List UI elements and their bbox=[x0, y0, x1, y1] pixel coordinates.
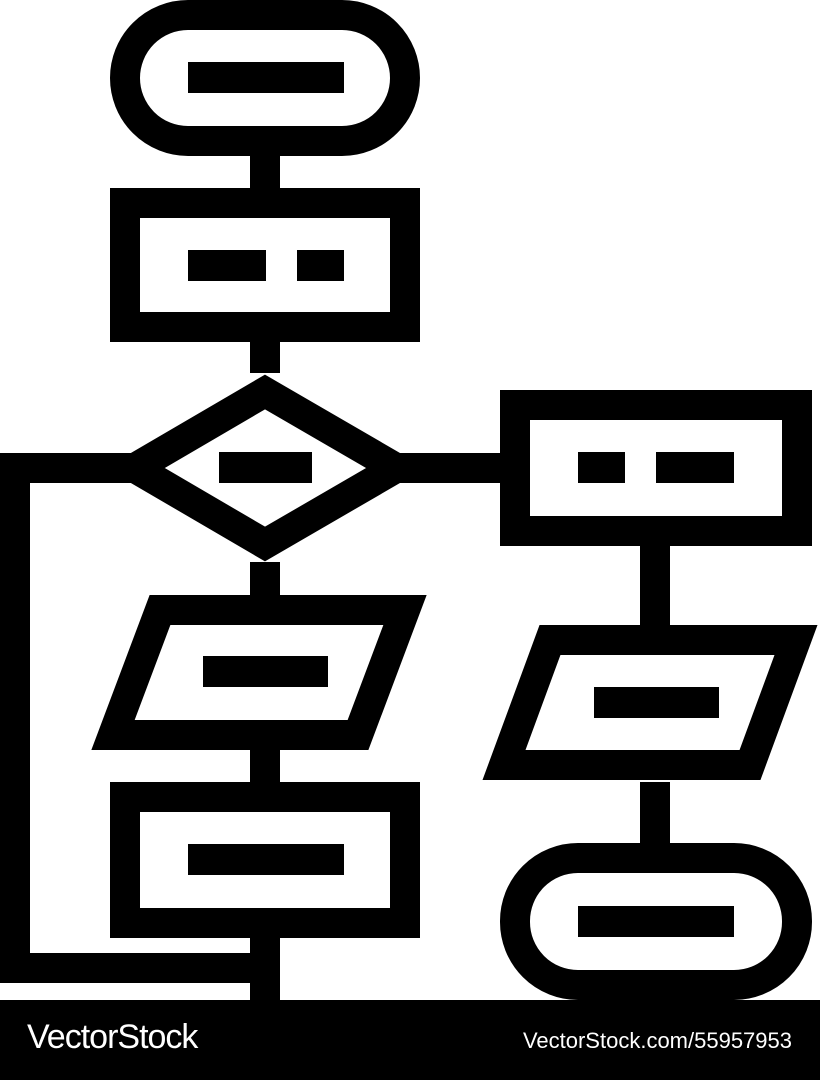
watermark-url: VectorStock.com/55957953 bbox=[522, 1028, 792, 1053]
placeholder-text-bars bbox=[188, 62, 734, 937]
process-box-bottom bbox=[110, 782, 420, 938]
process-box-right bbox=[500, 390, 812, 546]
decision-diamond-shape bbox=[105, 374, 426, 562]
flowchart-icon bbox=[0, 0, 818, 1000]
input-output-right-shape bbox=[482, 625, 818, 780]
start-terminator-shape bbox=[110, 0, 420, 156]
process-box-top bbox=[110, 188, 420, 342]
end-terminator-shape bbox=[500, 843, 812, 1000]
watermark-footer: VectorStock VectorStock.com/55957953 bbox=[0, 1000, 820, 1080]
watermark-brand: VectorStock bbox=[27, 1018, 198, 1056]
input-output-left-shape bbox=[91, 595, 427, 750]
